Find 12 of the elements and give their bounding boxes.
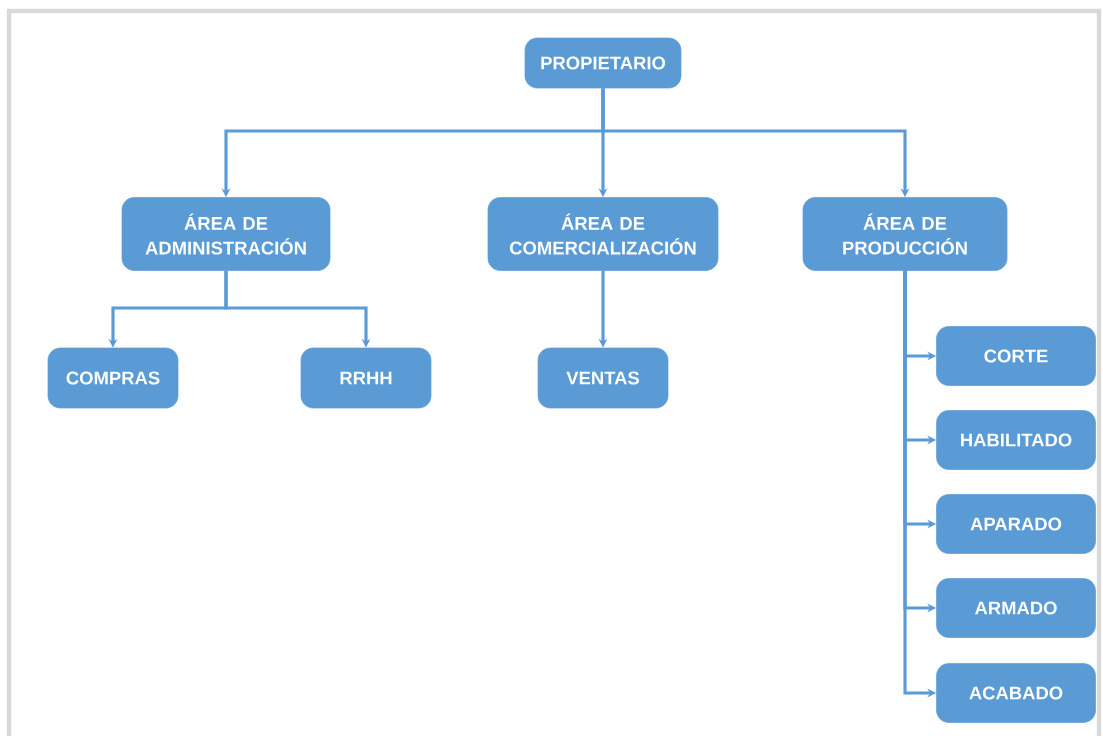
org-box: ARMADO (936, 578, 1096, 638)
org-box: ÁREA DE ADMINISTRACIÓN (121, 197, 331, 271)
org-box: ÁREA DE COMERCIALIZACIÓN (487, 197, 719, 271)
org-box: RRHH (300, 347, 432, 409)
org-box: CORTE (936, 326, 1096, 386)
org-box: VENTAS (537, 347, 669, 409)
org-box: APARADO (936, 494, 1096, 554)
org-box: HABILITADO (936, 410, 1096, 470)
org-box: COMPRAS (47, 347, 179, 409)
org-box: ÁREA DE PRODUCCIÓN (802, 197, 1008, 271)
org-box: ACABADO (936, 663, 1096, 723)
org-box: PROPIETARIO (524, 37, 682, 89)
